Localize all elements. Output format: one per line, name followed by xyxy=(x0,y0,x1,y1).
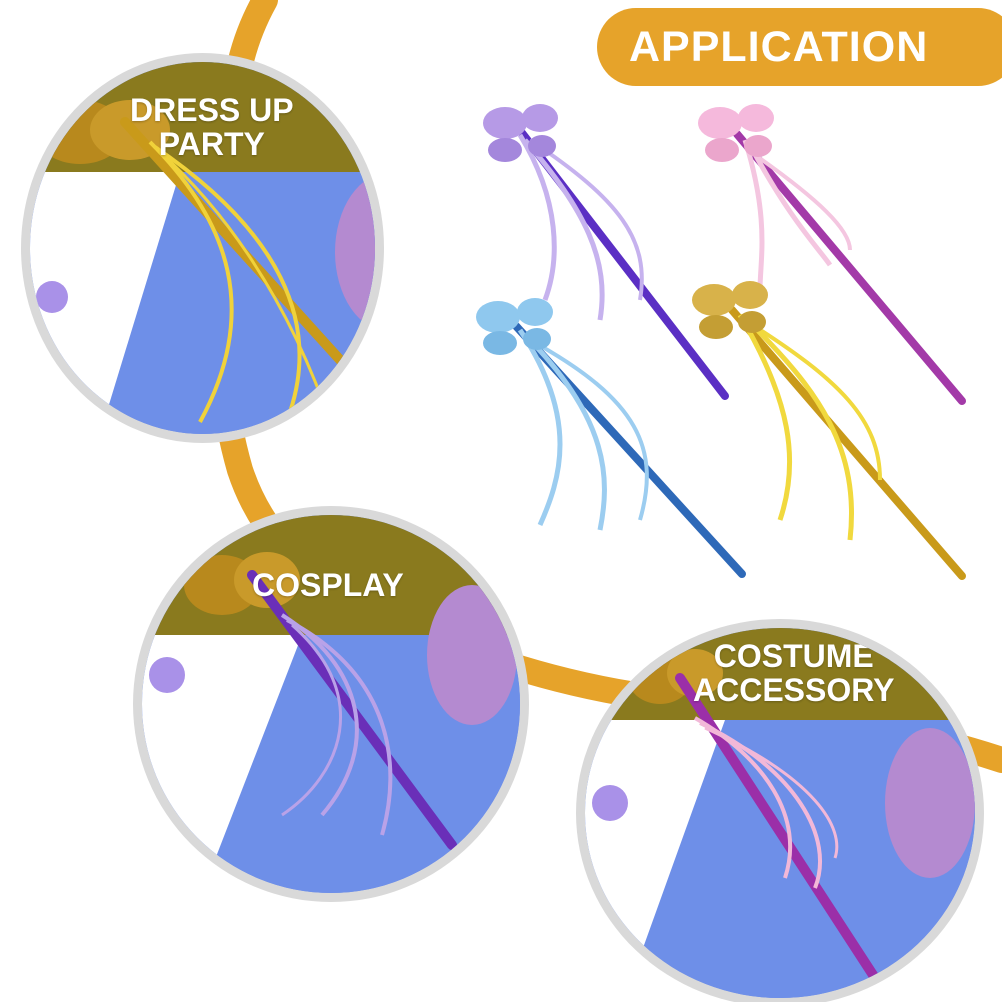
pink-wand xyxy=(698,104,966,405)
scene-dress-up-party: DRESS UP PARTY xyxy=(30,62,375,434)
purple-wand xyxy=(483,104,729,400)
banner-title: APPLICATION xyxy=(629,23,929,71)
scene-label: COSPLAY xyxy=(252,569,404,601)
scene-cosplay: COSPLAY xyxy=(142,515,520,893)
scene-label-line1: DRESS UP xyxy=(130,92,294,128)
scene-label-line2: ACCESSORY xyxy=(693,672,895,708)
gold-wand xyxy=(692,281,966,580)
blue-wand xyxy=(476,298,746,578)
scene-label: DRESS UP PARTY xyxy=(130,94,294,160)
scene-label: COSTUME ACCESSORY xyxy=(693,640,895,706)
scene-label-line1: COSTUME xyxy=(713,638,874,674)
application-banner: APPLICATION xyxy=(597,8,1002,86)
scene-costume-accessory: COSTUME ACCESSORY xyxy=(585,628,975,998)
scene-label-line1: COSPLAY xyxy=(252,567,404,603)
scene-label-line2: PARTY xyxy=(158,126,265,162)
